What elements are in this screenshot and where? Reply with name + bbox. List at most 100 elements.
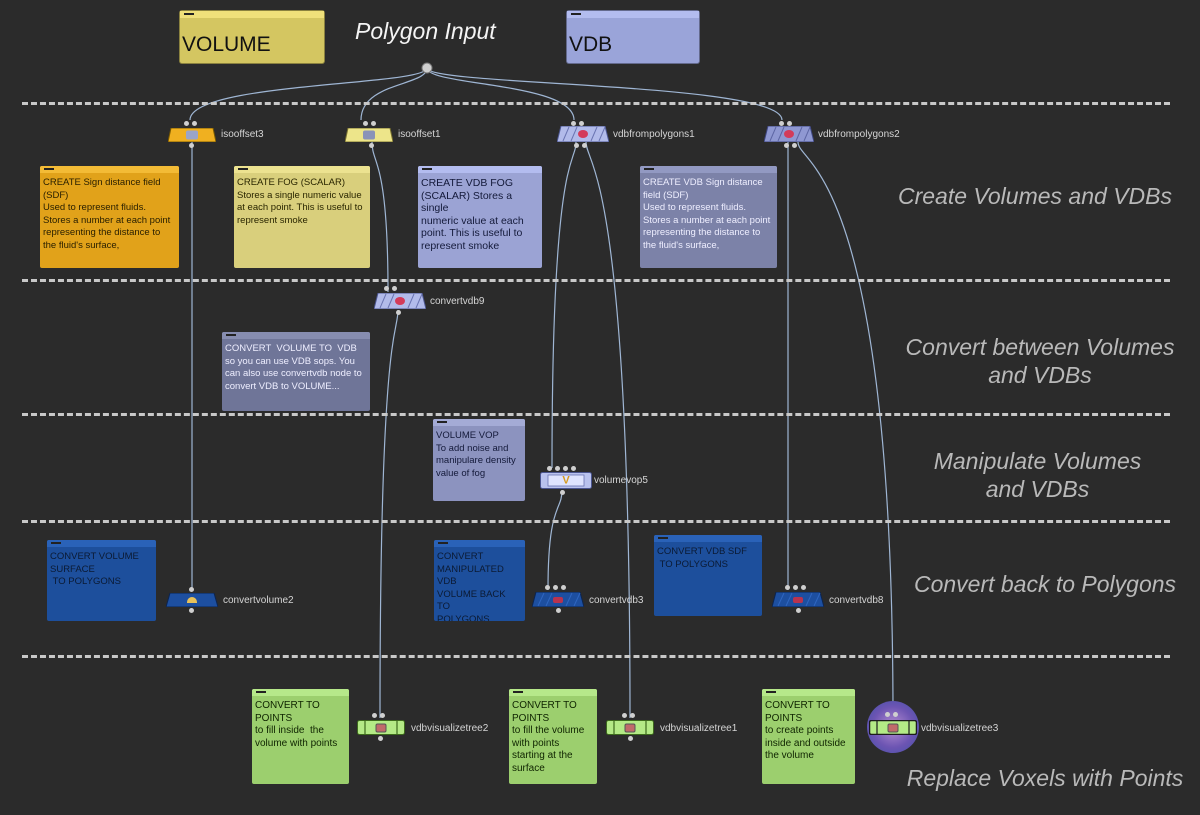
node-vdbfrompolygons2[interactable] [764, 126, 814, 142]
convertvdb3-input-dots[interactable] [545, 585, 566, 590]
note-text: CREATE FOG (SCALAR) Stores a single nume… [237, 177, 363, 226]
note-bar [40, 166, 179, 173]
note-bar [434, 540, 525, 547]
note-convert-manipulated[interactable]: CONVERT MANIPULATED VDB VOLUME BACK TO P… [434, 540, 525, 621]
vdbvisualizetree1-label: vdbvisualizetree1 [660, 723, 738, 734]
title-box-bar [180, 11, 324, 18]
convertvolume2-output-dot[interactable] [189, 608, 194, 613]
note-bar [654, 535, 762, 542]
note-bar [433, 419, 525, 426]
node-vdbvisualizetree2[interactable] [357, 720, 405, 735]
note-text: CONVERT MANIPULATED VDB VOLUME BACK TO P… [437, 551, 506, 621]
isooffset3-label: isooffset3 [221, 129, 264, 140]
vdb-icon [887, 723, 899, 732]
convertvdb9-label: convertvdb9 [430, 296, 485, 307]
vdb-icon [578, 130, 588, 138]
wire-vdbfrompolygons2-vdbvisualizetree3 [797, 141, 894, 719]
vdbfrompolygons2-label: vdbfrompolygons2 [818, 129, 900, 140]
note-points-outside[interactable]: CONVERT TO POINTS to create points insid… [762, 689, 855, 784]
node-volumevop5[interactable]: V [540, 472, 592, 489]
note-convert-vdb-sdf[interactable]: CONVERT VDB SDF TO POLYGONS [654, 535, 762, 616]
volumevop5-output-dot[interactable] [560, 490, 565, 495]
vdb-title-box[interactable]: VDB [566, 10, 700, 64]
note-bar [47, 540, 156, 547]
node-vdbvisualizetree1[interactable] [606, 720, 654, 735]
vdb-icon [395, 297, 405, 305]
section-label-manipulate: Manipulate Volumes and VDBs [933, 448, 1142, 502]
convertvdb9-input-dots[interactable] [384, 286, 397, 291]
node-vdbvisualizetree3[interactable] [869, 720, 917, 735]
note-points-inside[interactable]: CONVERT TO POINTS to fill inside the vol… [252, 689, 349, 784]
isooffset1-output-dot[interactable] [369, 143, 374, 148]
note-text: CREATE VDB FOG (SCALAR) Stores a single … [421, 177, 524, 252]
note-text: CONVERT TO POINTS to fill inside the vol… [255, 700, 338, 749]
vdbvisualizetree2-input-dots[interactable] [372, 713, 385, 718]
note-vdb-sdf[interactable]: CREATE VDB Sign distance field (SDF) Use… [640, 166, 777, 268]
vdb-icon [375, 723, 387, 732]
note-sdf-volume[interactable]: CREATE Sign distance field (SDF) Used to… [40, 166, 179, 268]
polygon-input-title: Polygon Input [355, 18, 496, 44]
wire-vdbfrompolygons1-volumevop5 [551, 141, 577, 469]
wire-volumevop5-convertvdb3 [547, 489, 563, 591]
volume-icon [186, 130, 198, 140]
node-convertvdb8[interactable] [772, 592, 824, 607]
wire-vdbfrompolygons1-vdbvisualizetree1 [585, 141, 631, 719]
polygon-input-output-dot [421, 62, 433, 74]
vdb-icon [784, 130, 794, 138]
convertvdb8-label: convertvdb8 [829, 595, 884, 606]
vdbfrompolygons2-output-dots[interactable] [784, 143, 797, 148]
note-convert-volume-surface[interactable]: CONVERT VOLUME SURFACE TO POLYGONS [47, 540, 156, 621]
node-vdbfrompolygons1[interactable] [557, 126, 609, 142]
isooffset3-output-dot[interactable] [189, 143, 194, 148]
isooffset3-input-dots[interactable] [184, 121, 197, 126]
volume-title-text: VOLUME [182, 33, 271, 56]
volume-icon [363, 130, 375, 140]
vdbvisualizetree1-output-dot[interactable] [628, 736, 633, 741]
vdbfrompolygons1-label: vdbfrompolygons1 [613, 129, 695, 140]
section-label-convert-back: Convert back to Polygons [913, 571, 1177, 597]
isooffset1-input-dots[interactable] [363, 121, 376, 126]
volumevop5-input-dots[interactable] [547, 466, 576, 471]
note-text: CONVERT VDB SDF TO POLYGONS [657, 546, 747, 570]
vdbvisualizetree1-input-dots[interactable] [622, 713, 635, 718]
note-points-surface[interactable]: CONVERT TO POINTS to fill the volume wit… [509, 689, 597, 784]
convertvolume2-input-dot[interactable] [189, 587, 194, 592]
note-text: CONVERT TO POINTS to create points insid… [765, 700, 846, 761]
note-bar [252, 689, 349, 696]
note-volume-vop[interactable]: VOLUME VOP To add noise and manipulare d… [433, 419, 525, 501]
convertvdb9-output-dot[interactable] [396, 310, 401, 315]
vdbfrompolygons1-input-dots[interactable] [571, 121, 584, 126]
section-label-replace: Replace Voxels with Points [906, 765, 1184, 791]
note-bar [762, 689, 855, 696]
node-convertvdb9[interactable] [374, 293, 426, 309]
node-convertvolume2[interactable] [166, 593, 218, 607]
vdb-icon [553, 596, 563, 603]
note-bar [509, 689, 597, 696]
section-divider-1 [22, 102, 1170, 105]
node-isooffset1[interactable] [345, 128, 393, 142]
convertvdb8-output-dot[interactable] [796, 608, 801, 613]
section-divider-2 [22, 279, 1170, 282]
note-text: CONVERT VOLUME SURFACE TO POLYGONS [50, 551, 139, 587]
convertvolume2-label: convertvolume2 [223, 595, 294, 606]
note-vdb-fog[interactable]: CREATE VDB FOG (SCALAR) Stores a single … [418, 166, 542, 268]
note-bar [234, 166, 370, 173]
convertvdb3-output-dot[interactable] [556, 608, 561, 613]
isooffset1-label: isooffset1 [398, 129, 441, 140]
volume-title-box[interactable]: VOLUME [179, 10, 325, 64]
vdbfrompolygons1-output-dots[interactable] [574, 143, 587, 148]
note-bar [640, 166, 777, 173]
note-fog[interactable]: CREATE FOG (SCALAR) Stores a single nume… [234, 166, 370, 268]
vdbvisualizetree2-output-dot[interactable] [378, 736, 383, 741]
vdbvisualizetree3-input-dots[interactable] [885, 712, 898, 717]
node-isooffset3[interactable] [168, 128, 216, 142]
wire-isooffset1-convertvdb9 [371, 141, 389, 293]
section-divider-5 [22, 655, 1170, 658]
note-text: CREATE VDB Sign distance field (SDF) Use… [643, 177, 771, 251]
convertvdb8-input-dots[interactable] [785, 585, 806, 590]
vdbfrompolygons2-input-dots[interactable] [779, 121, 792, 126]
node-convertvdb3[interactable] [532, 592, 584, 607]
note-convert-volume-vdb[interactable]: CONVERT VOLUME TO VDB so you can use VDB… [222, 332, 370, 411]
wire-input-isooffset3 [189, 67, 428, 121]
